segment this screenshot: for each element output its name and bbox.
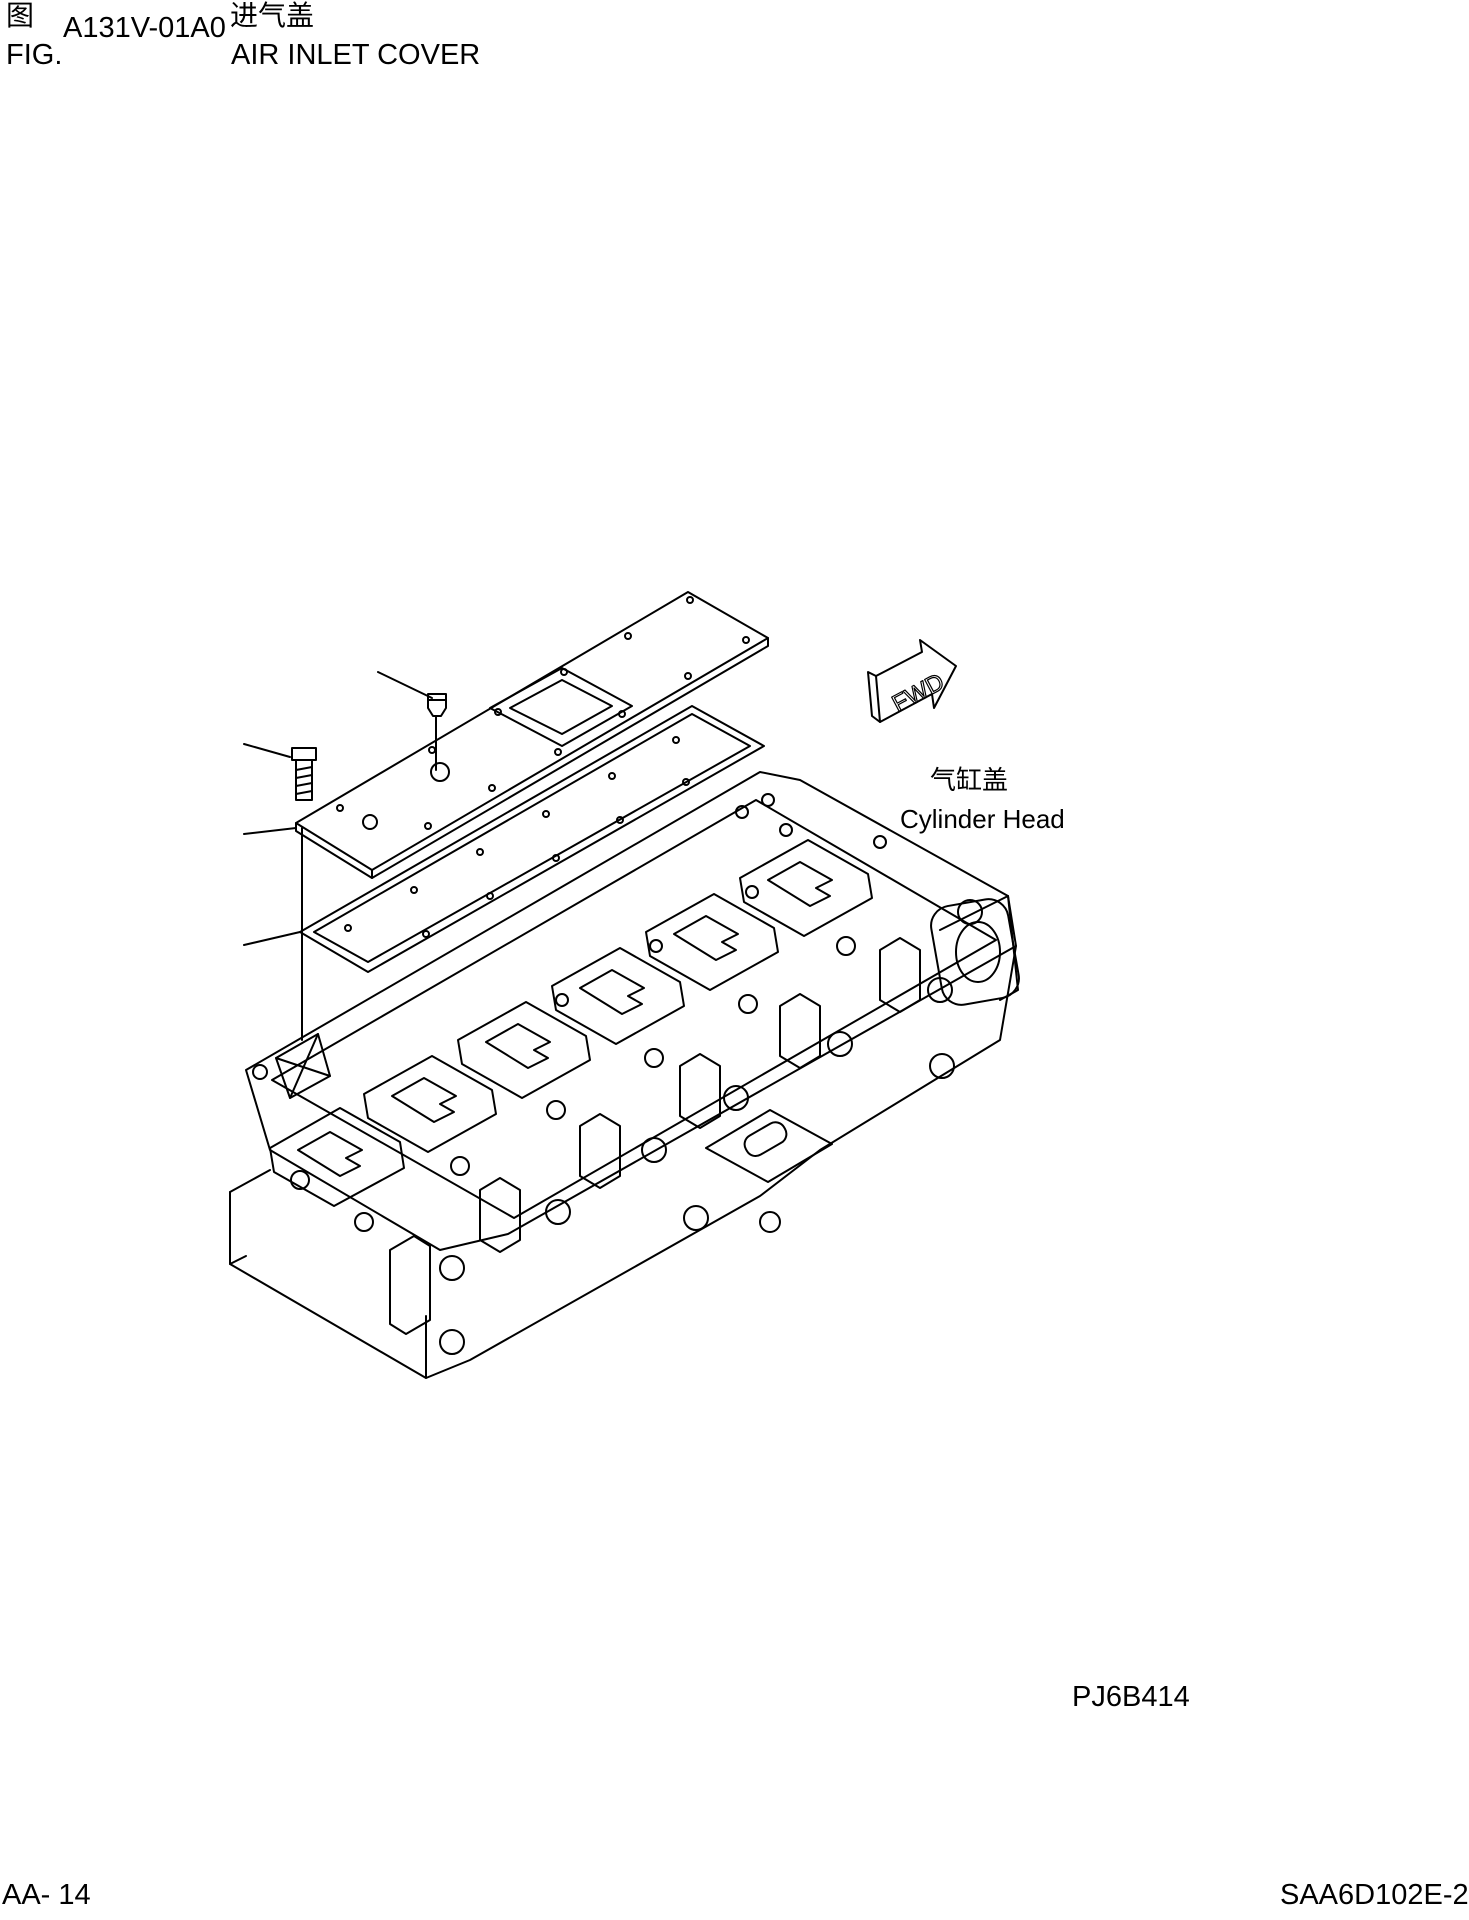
title-cn: 进气盖 (230, 0, 315, 32)
model-code: SAA6D102E-2 (1280, 1879, 1469, 1911)
leader-lines (243, 671, 437, 1041)
bolt-bosses (252, 793, 887, 1232)
fig-label-en: FIG. (6, 39, 63, 71)
air-inlet-cover (295, 591, 769, 879)
plug-icon (427, 693, 447, 717)
fwd-arrow-icon: FWD (867, 639, 957, 723)
valve-pockets (269, 839, 873, 1207)
fwd-label: FWD (888, 668, 949, 717)
page-number: AA- 14 (2, 1879, 91, 1911)
part-label-cn: 气缸盖 (930, 766, 1009, 796)
cylinder-head (229, 771, 1020, 1379)
rocker-arms (389, 937, 955, 1355)
part-label-en: Cylinder Head (900, 804, 1065, 834)
fig-label-cn: 图 (6, 0, 35, 32)
drawing-number: PJ6B414 (1072, 1681, 1190, 1713)
fig-code: A131V-01A0 (63, 12, 226, 44)
intake-flange (683, 1109, 833, 1233)
bolt-icon (291, 747, 317, 801)
title-en: AIR INLET COVER (231, 39, 481, 71)
gasket (299, 705, 765, 973)
